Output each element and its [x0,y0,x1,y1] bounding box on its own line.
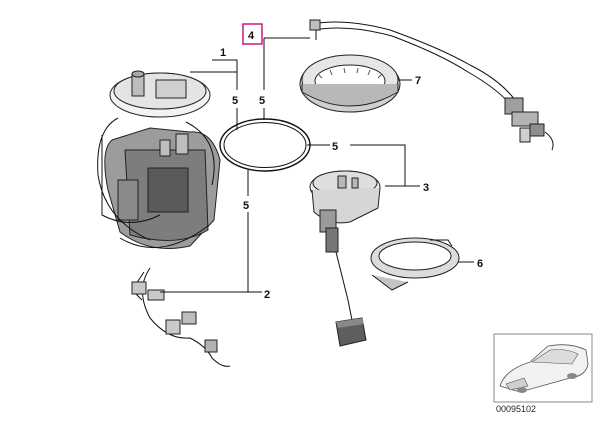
callout-6: 6 [477,258,483,270]
callout-5-a: 5 [232,95,238,107]
callout-4: 4 [248,30,255,42]
level-sensor-wiring[interactable] [131,267,231,367]
lock-ring[interactable] [299,54,401,113]
callout-2: 2 [264,289,270,301]
callout-5-c: 5 [332,141,338,153]
fuel-pump-assembly[interactable] [97,70,221,249]
fuel-line-cable[interactable] [309,19,554,151]
callout-5-b: 5 [259,95,265,107]
diagram-reference-number: 00095102 [496,404,536,414]
fuel-level-sender[interactable] [309,170,381,347]
clamp-ring[interactable] [370,237,460,291]
o-ring-seal[interactable] [219,118,311,172]
callout-4-highlight [242,23,263,45]
vehicle-thumbnail [493,333,593,403]
callout-3: 3 [423,182,429,194]
callout-7: 7 [415,75,421,87]
callout-5-d: 5 [243,200,249,212]
leader-lines [160,37,474,293]
callout-1: 1 [220,47,226,59]
